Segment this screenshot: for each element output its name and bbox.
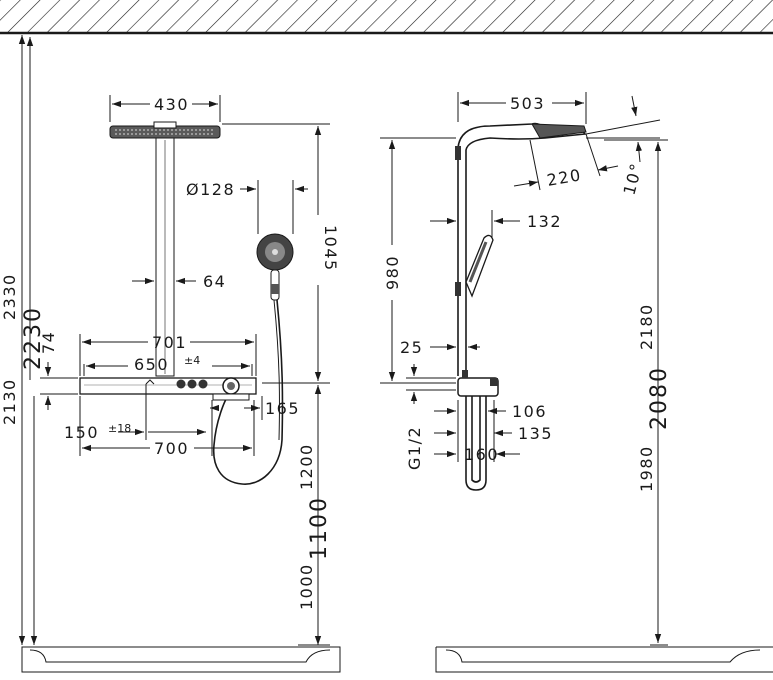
overhead-shower-head — [109, 121, 221, 139]
thermostat-bar — [79, 377, 257, 401]
dim-level-2080: 2080 — [647, 366, 672, 430]
dim-arm-reach: 503 — [510, 94, 545, 113]
dim-level-1000: 1000 — [297, 563, 316, 610]
dim-level-1100: 1100 — [307, 496, 332, 560]
overhead-head-side — [531, 123, 587, 139]
hand-shower — [256, 233, 294, 301]
dim-bar-top: 2230 — [21, 306, 46, 370]
dim-bar-inner-width: 650 — [134, 355, 169, 374]
dim-mount-offset-tolerance: ±18 — [108, 422, 131, 435]
dim-bar-width: 701 — [152, 333, 187, 352]
dim-hand-depth: 132 — [527, 212, 562, 231]
thermostat-body-side — [457, 377, 499, 397]
dim-pipe-width: 64 — [203, 272, 226, 291]
dim-depth-106: 106 — [512, 402, 547, 421]
hand-shower-side — [465, 234, 494, 298]
dim-head-width: 430 — [154, 95, 189, 114]
ceiling — [0, 0, 773, 35]
shower-tray-side — [435, 646, 773, 673]
side-view: 503 220 10° 132 980 25 G1/2 — [380, 92, 672, 646]
dim-depth-160: 160 — [464, 445, 499, 464]
dim-level-1200: 1200 — [297, 443, 316, 490]
dim-hand-shower-diameter: Ø128 — [186, 180, 235, 199]
dim-knob-projection: 165 — [265, 399, 300, 418]
control-button-2[interactable] — [187, 379, 197, 389]
shower-tray-front — [21, 646, 341, 673]
dim-arm-height: 1045 — [321, 225, 340, 272]
riser-pipe-side — [457, 122, 587, 376]
dim-bar-height: 74 — [39, 331, 58, 354]
dim-level-1980: 1980 — [637, 445, 656, 492]
dim-level-2180: 2180 — [637, 303, 656, 350]
dim-connection: G1/2 — [405, 426, 424, 470]
dim-tilt-angle: 10° — [620, 160, 647, 197]
dim-total-height: 2330 — [0, 273, 19, 320]
dim-wall-gap: 25 — [400, 338, 423, 357]
dim-bar-bottom: 2130 — [0, 378, 19, 425]
dim-bar-inner-tolerance: ±4 — [184, 354, 200, 367]
control-button-1[interactable] — [176, 379, 186, 389]
connection-pipes-side — [465, 396, 487, 491]
dim-mount-spacing: 700 — [154, 439, 189, 458]
dim-depth-135: 135 — [518, 424, 553, 443]
front-view: 430 Ø128 64 1045 701 650 ±4 — [0, 35, 340, 646]
dim-head-depth: 220 — [545, 165, 583, 190]
control-button-3[interactable] — [198, 379, 208, 389]
dim-rail-height: 980 — [383, 255, 402, 290]
dim-mount-offset: 150 — [64, 423, 99, 442]
